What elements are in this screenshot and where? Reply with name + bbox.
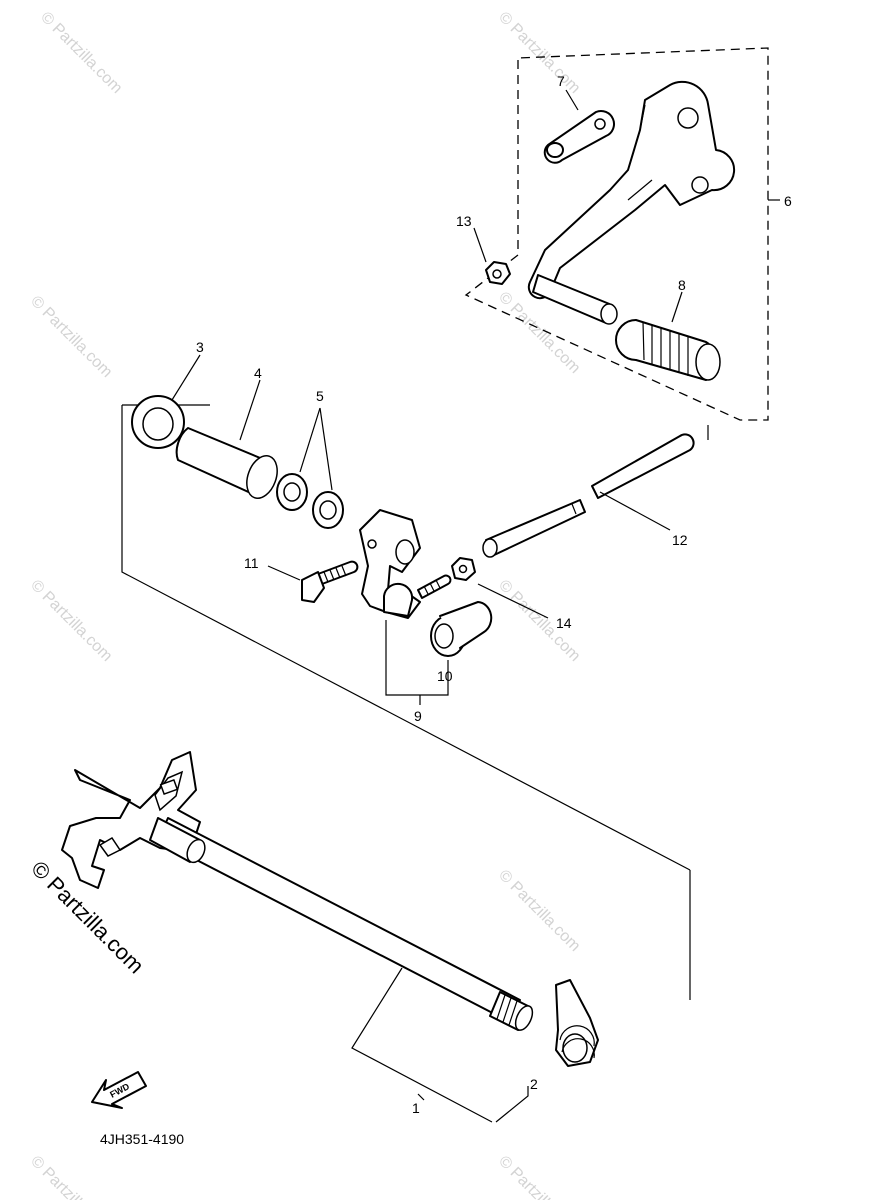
watermark: © Partzilla.com xyxy=(495,1153,583,1200)
watermark: © Partzilla.com xyxy=(495,867,583,955)
fwd-arrow-icon: FWD xyxy=(91,1071,147,1109)
assembly-boundary-left xyxy=(121,405,691,871)
part-12-shift-rod xyxy=(482,433,695,558)
callout-14: 14 xyxy=(556,615,572,631)
callout-13: 13 xyxy=(456,213,472,229)
part-7-eye-joint xyxy=(543,110,615,164)
callout-2: 2 xyxy=(530,1076,538,1092)
watermark: © Partzilla.com xyxy=(27,1153,115,1200)
assembly-6-boundary xyxy=(464,47,769,421)
watermark: © Partzilla.com xyxy=(27,293,115,381)
part-9-shift-arm xyxy=(359,509,452,619)
callout-8: 8 xyxy=(678,277,686,293)
callout-7: 7 xyxy=(557,73,565,89)
callout-11: 11 xyxy=(244,555,259,571)
callout-1: 1 xyxy=(412,1100,420,1116)
part-10-joint-ball xyxy=(430,601,493,657)
watermark: © Partzilla.com xyxy=(495,9,583,97)
part-1-shift-shaft xyxy=(61,751,534,1031)
part-1-bracket xyxy=(351,967,493,1123)
diagram-code: 4JH351-4190 xyxy=(100,1131,184,1147)
callout-12: 12 xyxy=(672,532,688,548)
callout-10: 10 xyxy=(437,668,453,684)
part-13-nut xyxy=(485,261,511,285)
watermark: © Partzilla.com xyxy=(27,577,115,665)
callout-5: 5 xyxy=(316,388,324,404)
callout-6: 6 xyxy=(784,193,792,209)
part-14-nut xyxy=(451,557,476,581)
watermark: © Partzilla.com xyxy=(37,9,125,97)
part-2-torsion-spring xyxy=(555,979,599,1067)
part-9-bracket xyxy=(385,620,449,696)
callout-9: 9 xyxy=(414,708,422,724)
part-3-oil-seal xyxy=(131,395,185,449)
callout-4: 4 xyxy=(254,365,262,381)
part-5-washers xyxy=(276,473,344,529)
part-8-pedal-rubber xyxy=(615,319,721,381)
part-4-collar xyxy=(175,427,278,499)
part-11-bolt xyxy=(301,560,359,603)
part-6-shift-pedal xyxy=(527,80,736,325)
callout-3: 3 xyxy=(196,339,204,355)
